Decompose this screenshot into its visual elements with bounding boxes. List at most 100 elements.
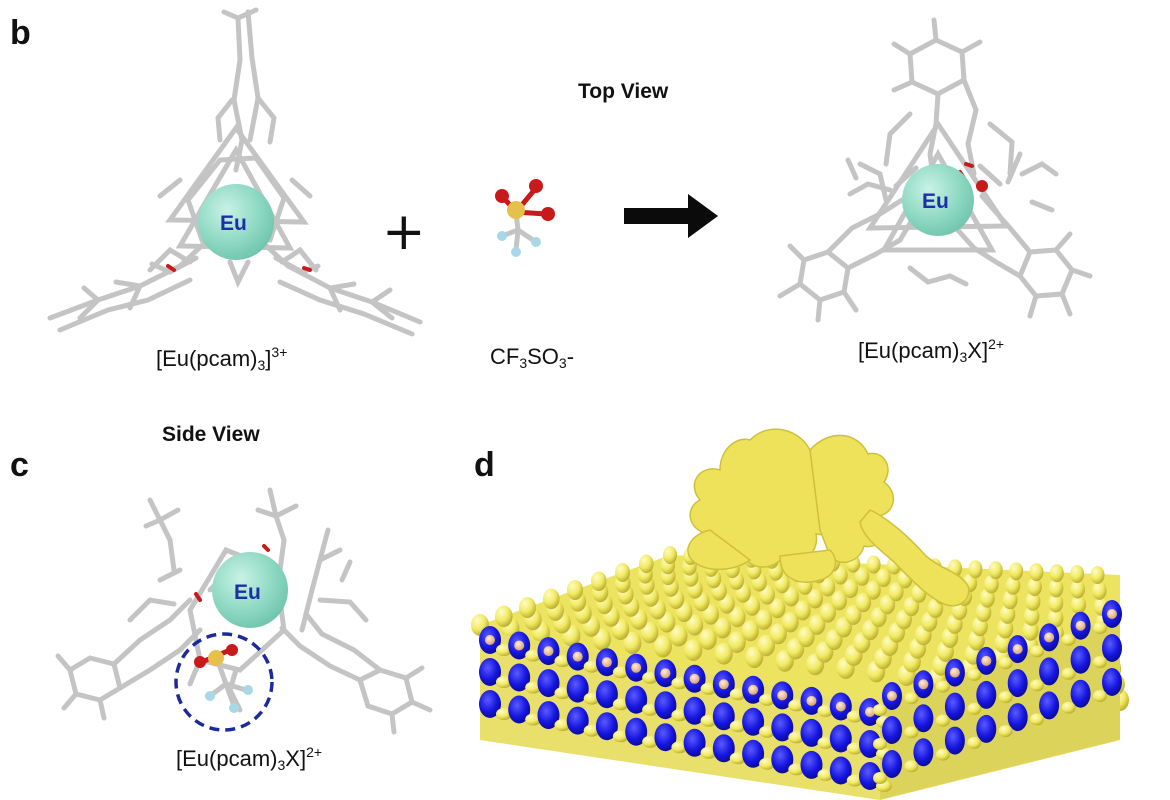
surface-atom (567, 580, 583, 600)
lattice-atom-blue (479, 658, 501, 686)
surface-atom (615, 563, 630, 582)
lattice-atom-yellow (998, 657, 1013, 670)
lattice-atom-core (601, 657, 612, 668)
surface-atom (1048, 578, 1064, 598)
surface-atom (669, 624, 688, 647)
side-view-title: Side View (162, 423, 260, 446)
surface-atom (714, 642, 733, 665)
lattice-atom-blue (800, 718, 823, 747)
lattice-atom-yellow (700, 714, 717, 727)
lattice-atom-blue (654, 691, 677, 720)
surface-atom (729, 606, 746, 628)
lattice-atom-yellow (788, 731, 805, 744)
lattice-atom-blue (1102, 668, 1122, 696)
surface-atom (783, 586, 799, 607)
formula-eu-pcam3-3plus: [Eu(pcam)3]3+ (156, 344, 288, 373)
formula-eu-pcam3-x-2plus-side: [Eu(pcam)3X]2+ (176, 744, 323, 773)
lattice-atom-blue (537, 669, 560, 698)
lattice-atom-core (806, 695, 817, 706)
lattice-face-atoms (479, 600, 1122, 792)
lattice-atom-yellow (496, 644, 512, 656)
lattice-atom-core (981, 655, 992, 666)
lattice-atom-yellow (554, 719, 571, 732)
lattice-atom-yellow (904, 760, 919, 773)
lattice-atom-blue (976, 714, 997, 743)
lattice-atom-yellow (612, 666, 629, 679)
surface-atom (797, 626, 815, 648)
surface-atom (543, 588, 560, 610)
surface-atom (755, 609, 773, 630)
lattice-atom-yellow (759, 757, 776, 770)
lattice-atom-blue (479, 690, 501, 718)
lattice-atom-yellow (642, 703, 659, 716)
surface-atom (820, 602, 836, 623)
surface-atom (1009, 562, 1024, 581)
lattice-atom-blue (566, 706, 589, 735)
lattice-atom-yellow (817, 736, 834, 749)
lattice-atom-blue (595, 712, 618, 741)
surface-atom (1002, 590, 1018, 610)
surface-atom (519, 597, 536, 618)
surface-atom (741, 620, 759, 642)
surface-atom (702, 604, 719, 625)
lattice-atom-core (1107, 609, 1117, 619)
lattice-atom-core (918, 679, 929, 690)
surface-atom (1047, 608, 1064, 628)
lattice-atom-blue (829, 724, 852, 753)
surface-atom (592, 628, 611, 651)
lattice-atom-blue (625, 717, 648, 746)
lattice-atom-yellow (967, 668, 982, 681)
lattice-atom-yellow (846, 742, 863, 755)
lattice-atom-blue (859, 730, 881, 758)
lattice-atom-yellow (998, 725, 1013, 738)
lattice-atom-yellow (967, 702, 982, 715)
surface-atom (591, 571, 607, 592)
eu-ion-sphere (902, 164, 974, 236)
lattice-atom-core (660, 668, 671, 679)
right-arrow-icon (624, 194, 718, 238)
surface-atom (744, 595, 761, 616)
surface-atom (831, 590, 847, 611)
surface-atom (988, 561, 1003, 580)
lattice-atom-yellow (967, 736, 982, 749)
lattice-atom-yellow (612, 698, 629, 711)
lattice-atom-yellow (612, 730, 629, 743)
surface-atom (745, 646, 764, 669)
lattice-atom-core (718, 679, 729, 690)
lattice-atom-yellow (729, 688, 746, 701)
surface-atom (684, 639, 703, 661)
lattice-atom-yellow (846, 710, 863, 723)
lattice-atom-yellow (583, 724, 600, 737)
surface-atom (1023, 606, 1040, 626)
surface-atom (1005, 576, 1021, 595)
surface-atom (757, 634, 775, 657)
lattice-atom-yellow (846, 774, 863, 787)
lattice-atom-yellow (554, 655, 571, 668)
lattice-atom-blue (1102, 634, 1122, 662)
surface-atom (1049, 564, 1064, 583)
lattice-atom-blue (537, 701, 560, 730)
lattice-atom-core (543, 646, 554, 657)
surface-atom (653, 635, 672, 658)
lattice-atom-yellow (1093, 690, 1107, 702)
lattice-atom-yellow (729, 752, 746, 765)
surface-atom (1027, 577, 1042, 597)
lattice-atom-yellow (1030, 645, 1045, 658)
plus-sign: + (382, 202, 426, 262)
lattice-atom-yellow (496, 708, 512, 720)
surface-atom (876, 568, 891, 588)
lattice-atom-blue (595, 680, 618, 709)
surface-atom (845, 604, 862, 625)
surface-atom (888, 582, 904, 602)
surface-atom (999, 604, 1016, 624)
lattice-atom-yellow (700, 746, 717, 759)
lattice-atom-blue (508, 663, 531, 692)
lattice-atom-core (835, 701, 846, 712)
lattice-atom-core (572, 651, 583, 662)
surface-atom (879, 594, 896, 615)
lattice-atom-blue (913, 704, 934, 733)
lattice-atom-yellow (873, 704, 887, 716)
eu-pcam3-x-top-view-structure: Eu (777, 17, 1093, 323)
lattice-atom-core (689, 673, 700, 684)
eu-pcam3-top-view-structure: Eu (47, 7, 423, 337)
